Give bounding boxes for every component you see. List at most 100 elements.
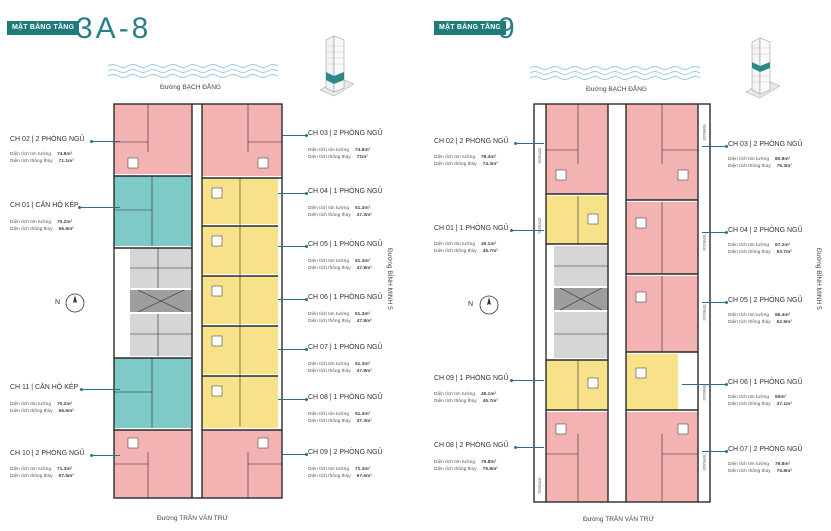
street-bottom: Đường TRẦN VĂN TRỨ: [157, 515, 228, 522]
compass-icon: [65, 293, 85, 313]
unit-label: CH 07 | 2 PHÒNG NGỦ: [728, 446, 803, 453]
unit-label: CH 02 | 2 PHÒNG NGỦ: [434, 138, 509, 145]
unit-ch09: [546, 360, 608, 410]
unit-ch02: [114, 104, 192, 174]
leader-line: [90, 453, 120, 457]
floor-number: 3A-8: [76, 12, 152, 45]
street-side: Đường BÌNH MINH 5: [815, 248, 822, 310]
leader-line: [702, 449, 728, 453]
unit-label: CH 09 | 2 PHÒNG NGỦ: [308, 449, 383, 456]
river-waves: [108, 64, 278, 78]
unit-ch03: [202, 104, 282, 176]
unit-label: CH 03 | 2 PHÒNG NGỦ: [728, 141, 803, 148]
leader-line: [514, 445, 544, 449]
leader-line: [510, 378, 544, 382]
floor-plan-drawing: TERRACE TERRACE TERRACE TERRACE TERRACE …: [533, 103, 711, 503]
leader-line: [78, 205, 120, 209]
unit-label: CH 02 | 2 PHÒNG NGỦ: [10, 136, 85, 143]
terrace-label: TERRACE: [538, 147, 542, 164]
floor-plan-badge: MẶT BẰNG TẦNG: [7, 21, 80, 35]
compass-label: N: [468, 301, 474, 308]
core-stairs-2: [554, 312, 608, 358]
unit-label: CH 01 | CĂN HỘ KÉP: [10, 202, 79, 209]
unit-label: CH 06 | 1 PHÒNG NGỦ: [728, 379, 803, 386]
building-thumbnail: [319, 35, 355, 97]
unit-ch11: [114, 358, 192, 428]
unit-label: CH 04 | 1 PHÒNG NGỦ: [308, 188, 383, 195]
terrace-label: TERRACE: [702, 234, 706, 251]
leader-line: [510, 228, 544, 232]
unit-label: CH 06 | 1 PHÒNG NGỦ: [308, 294, 383, 301]
street-side: Đường BÌNH MINH 5: [386, 248, 393, 310]
terrace-label: TERRACE: [702, 384, 706, 401]
leader-line: [278, 191, 308, 195]
unit-label: CH 07 | 1 PHÒNG NGỦ: [308, 344, 383, 351]
leader-line: [278, 297, 308, 301]
floor-plan-drawing: [113, 103, 283, 499]
leader-line: [278, 397, 308, 401]
leader-line: [702, 230, 728, 234]
floor-number: 9: [498, 12, 518, 45]
compass-label: N: [55, 299, 61, 306]
unit-label: CH 11 | CĂN HỘ KÉP: [10, 384, 79, 391]
leader-line: [702, 300, 728, 304]
leader-line: [278, 347, 308, 351]
street-top: Đường BẠCH ĐẰNG: [586, 86, 647, 93]
terrace-label: TERRACE: [702, 124, 706, 141]
core-stairs-2: [130, 314, 192, 356]
unit-ch01: [114, 176, 192, 246]
unit-label: CH 09 | 1 PHÒNG NGỦ: [434, 375, 509, 382]
floor-plan-3a-8: MẶT BẰNG TẦNG 3A-8 Đường BẠCH ĐẰNG Đường…: [0, 0, 415, 531]
building-thumbnail: [745, 37, 781, 99]
floor-plan-badge: MẶT BẰNG TẦNG: [434, 21, 507, 35]
leader-line: [702, 144, 728, 148]
unit-ch08: [546, 412, 608, 502]
unit-label: CH 04 | 2 PHÒNG NGỦ: [728, 227, 803, 234]
river-waves: [530, 66, 700, 80]
unit-ch06: [626, 354, 678, 410]
unit-label: CH 03 | 2 PHÒNG NGỦ: [308, 130, 383, 137]
terrace-label: TERRACE: [702, 454, 706, 471]
unit-label: CH 05 | 1 PHÒNG NGỦ: [308, 241, 383, 248]
floor-plan-9: MẶT BẰNG TẦNG 9 Đường BẠCH ĐẰNG Đường TR…: [416, 0, 831, 531]
unit-label: CH 08 | 2 PHÒNG NGỦ: [434, 442, 509, 449]
leader-line: [278, 244, 308, 248]
unit-label: CH 01 | 1 PHÒNG NGỦ: [434, 225, 509, 232]
unit-label: CH 10 | 2 PHÒNG NGỦ: [10, 450, 85, 457]
leader-line: [282, 133, 308, 137]
leader-line: [514, 141, 544, 145]
terrace-label: TERRACE: [702, 304, 706, 321]
terrace-label: TERRACE: [538, 477, 542, 494]
unit-ch02: [546, 104, 608, 194]
leader-line: [90, 139, 120, 143]
compass-icon: [479, 295, 499, 315]
unit-ch01: [546, 196, 608, 244]
leader-line: [80, 387, 120, 391]
unit-label: CH 05 | 2 PHÒNG NGỦ: [728, 297, 803, 304]
unit-label: CH 08 | 1 PHÒNG NGỦ: [308, 394, 383, 401]
leader-line: [282, 452, 308, 456]
terrace-label: TERRACE: [538, 217, 542, 234]
street-bottom: Đường TRẦN VĂN TRỨ: [583, 516, 654, 523]
street-top: Đường BẠCH ĐẰNG: [160, 84, 221, 91]
leader-line: [682, 382, 728, 386]
